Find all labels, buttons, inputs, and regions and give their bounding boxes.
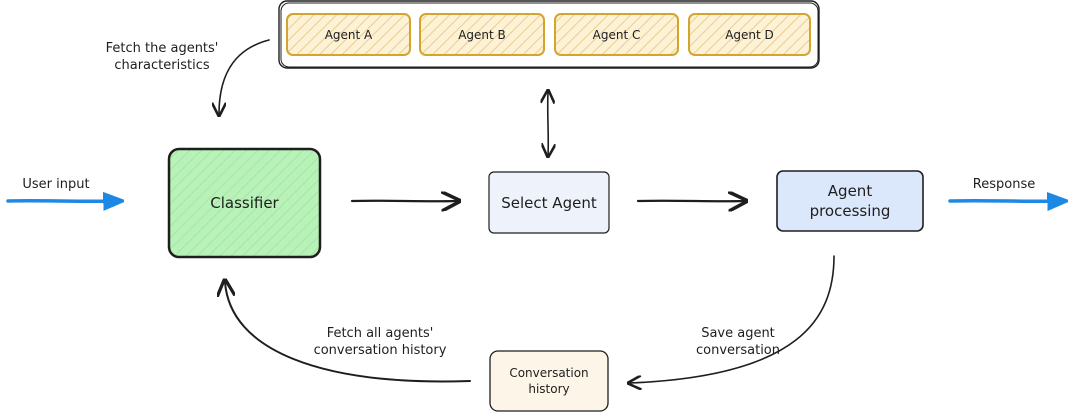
user-input-arrow [6,201,120,202]
agent-box-c[interactable] [554,13,679,56]
user-input-label: User input [22,177,90,192]
agents-select-bidirectional-arrow [548,92,549,155]
save-conversation-line1: Save agent [701,326,775,341]
agent-b-label: Agent B [458,27,506,42]
response-label: Response [972,177,1036,192]
save-conversation-line2: conversation [695,343,781,358]
fetch-history-label: Fetch all agents' conversation history [314,325,447,359]
agent-box-b[interactable] [419,13,545,56]
agent-processing-label-line1: Agent [827,182,873,200]
select-agent-node[interactable] [488,171,610,234]
fetch-history-line2: conversation history [313,343,447,358]
fetch-history-arrow [225,282,471,383]
conversation-history-node[interactable] [489,350,609,412]
response-arrow [948,201,1064,202]
conversation-history-label-line2: history [528,382,570,396]
classifier-label: Classifier [210,194,279,212]
agent-processing-label: Agent processing [777,171,923,231]
save-conversation-label: Save agent conversation [696,325,780,359]
select-to-processing-arrow [636,201,744,202]
conversation-history-label-line1: Conversation [509,366,589,380]
save-conversation-arrow [630,255,835,383]
fetch-characteristics-line2: characteristics [114,58,210,73]
fetch-characteristics-line1: Fetch the agents' [105,41,219,56]
classifier-node[interactable] [167,147,322,259]
fetch-history-line1: Fetch all agents' [326,326,434,341]
classifier-to-select-arrow [350,201,457,202]
agents-panel [278,0,820,69]
agent-box-a[interactable] [286,13,411,56]
conversation-history-label: Conversation history [490,351,608,411]
fetch-characteristics-arrow [219,39,270,114]
fetch-characteristics-label: Fetch the agents' characteristics [106,40,219,74]
select-agent-label: Select Agent [501,193,597,212]
agent-processing-label-line2: processing [809,202,891,220]
agent-processing-node[interactable] [776,170,924,232]
agent-box-d[interactable] [688,13,811,56]
agent-d-label: Agent D [725,27,774,42]
agent-a-label: Agent A [324,27,373,42]
agent-c-label: Agent C [592,27,641,42]
